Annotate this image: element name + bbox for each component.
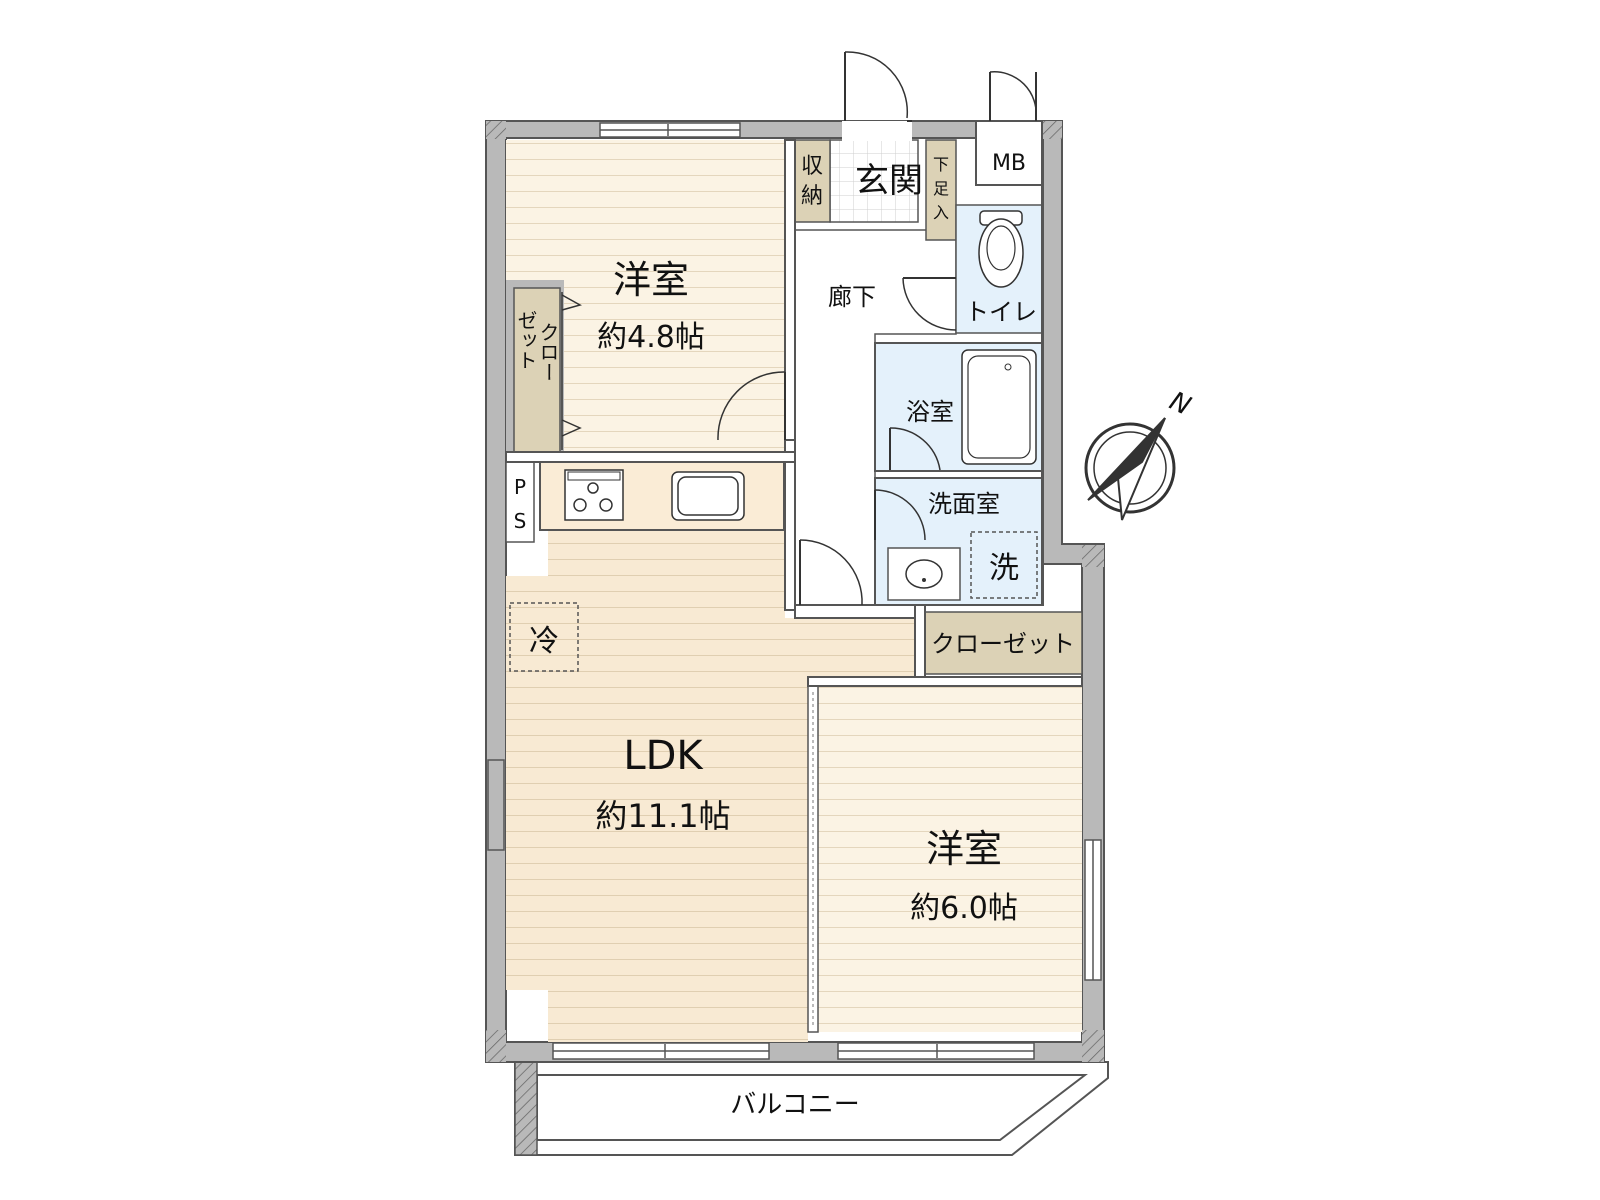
shoe-label-3: 入 (933, 203, 949, 222)
meter-box: MB (975, 71, 1043, 186)
western-room-2-name: 洋室 (926, 827, 1002, 871)
sink-icon (671, 471, 745, 521)
washroom: 洗面室 洗 (874, 477, 1043, 606)
washroom-door (874, 489, 926, 541)
toilet-room: トイレ (955, 204, 1043, 334)
right-closet: クローゼット (923, 611, 1083, 684)
western-room-1-name: 洋室 (613, 258, 689, 302)
right-closet-label: クローゼット (931, 630, 1075, 658)
fridge-space: 冷 (509, 602, 579, 672)
toilet-bowl-icon (978, 218, 1024, 288)
western-room-1-size: 約4.8帖 (597, 320, 705, 355)
washer-space (970, 531, 1038, 599)
shoe-label-1: 下 (933, 155, 949, 174)
pipe-space: P S (505, 461, 535, 543)
ldk-floor (506, 530, 915, 1042)
ps-p-label: P (514, 475, 526, 499)
ldk-name: LDK (623, 733, 704, 779)
entrance-label: 玄関 (855, 161, 923, 201)
ldk-size: 約11.1帖 (595, 797, 730, 835)
mb-label: MB (992, 151, 1026, 176)
fridge-label: 冷 (529, 624, 559, 659)
entrance-storage: 収 納 (793, 139, 831, 223)
ldk-door (799, 539, 863, 606)
bathtub-icon (961, 349, 1037, 465)
washroom-label: 洗面室 (928, 490, 1000, 518)
toilet-door (902, 277, 957, 331)
western-room-2-floor (818, 686, 1082, 1032)
left-closet-label-col1: クロー (536, 322, 560, 382)
left-closet-label-col2: ゼット (514, 310, 538, 370)
storage-label-top: 収 (801, 154, 823, 179)
storage-label-bottom: 納 (801, 184, 823, 209)
stove-icon (564, 469, 624, 521)
windows (487, 122, 1102, 1060)
entrance-floor (829, 139, 919, 223)
north-compass-icon: N (1084, 386, 1195, 521)
washer-label: 洗 (989, 551, 1019, 586)
shoe-label-2: 足 (933, 179, 949, 198)
western-room-2-size: 約6.0帖 (910, 891, 1018, 926)
left-closet-label: クロー ゼット (514, 310, 560, 382)
kitchen-counter (539, 461, 785, 531)
sliding-partition (807, 685, 819, 1033)
basin-icon (887, 547, 961, 601)
bath-label: 浴室 (906, 398, 954, 426)
shoe-cabinet: 下 足 入 (925, 139, 957, 241)
bathroom: 浴室 (874, 342, 1043, 472)
ps-s-label: S (514, 509, 527, 533)
toilet-label: トイレ (965, 298, 1037, 326)
balcony-label: バルコニー (730, 1090, 859, 1120)
north-label: N (1165, 386, 1195, 421)
left-closet (506, 280, 582, 453)
interior-walls (505, 139, 1083, 687)
balcony (514, 1061, 1109, 1156)
western-room-1-door (717, 371, 786, 441)
corridor-label: 廊下 (828, 283, 876, 311)
entry-door (842, 51, 912, 141)
